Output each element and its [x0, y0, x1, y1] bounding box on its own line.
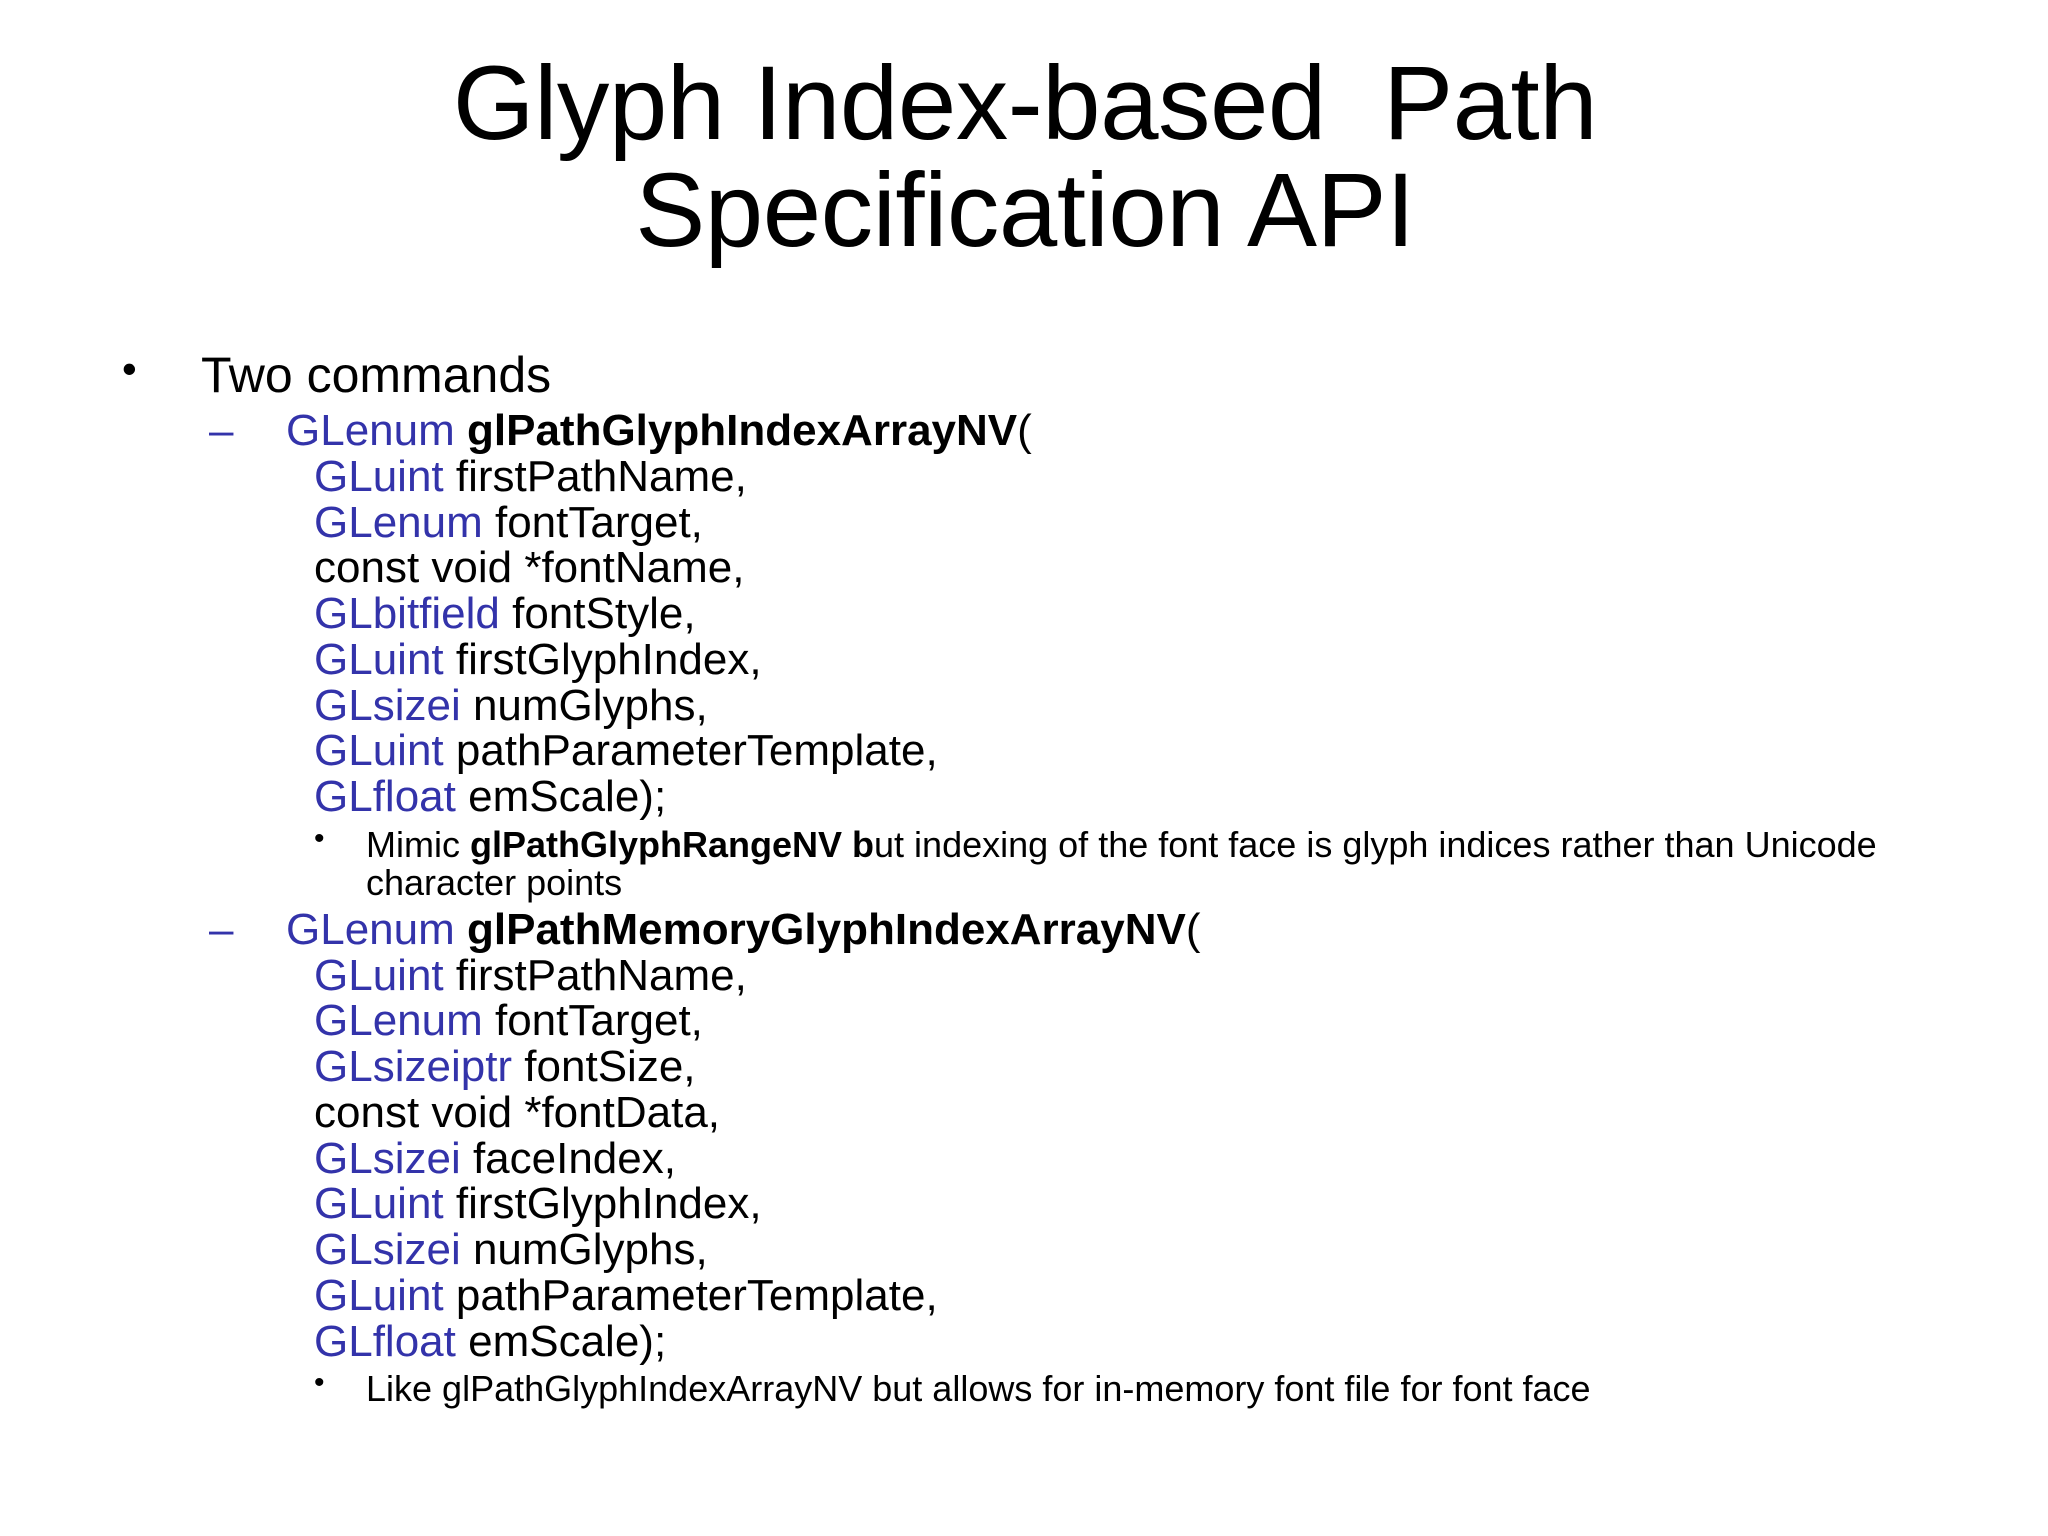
signature-head-1: GLenum glPathMemoryGlyphIndexArrayNV( — [286, 904, 1996, 954]
param-row: const void *fontName, — [314, 545, 1996, 591]
param-name: emScale); — [455, 1316, 667, 1366]
bullet-dash-icon: – — [209, 904, 234, 954]
param-row: GLsizei faceIndex, — [314, 1133, 1996, 1183]
param-name: fontSize, — [512, 1042, 696, 1092]
signature-head-0: GLenum glPathGlyphIndexArrayNV( — [286, 408, 1996, 454]
param-type: GLuint — [314, 1270, 444, 1320]
bullet-dot-icon: • — [314, 821, 325, 855]
note-prefix: Mimic — [366, 823, 470, 865]
param-name: firstGlyphIndex, — [443, 1179, 762, 1229]
open-paren-0: ( — [1017, 406, 1032, 455]
bullet-dash-icon: – — [209, 406, 234, 455]
param-name: const void *fontName, — [314, 543, 745, 593]
param-type: GLbitfield — [314, 589, 500, 638]
space-1 — [455, 905, 467, 954]
param-name: numGlyphs, — [460, 1225, 708, 1275]
function-name-1: glPathMemoryGlyphIndexArrayNV — [467, 904, 1186, 954]
param-type: GLsizei — [314, 680, 461, 730]
note-text-0: Mimic glPathGlyphRangeNV but indexing of… — [366, 823, 1996, 904]
param-row: GLfloat emScale); — [314, 774, 1996, 820]
function-name-0: glPathGlyphIndexArrayNV — [467, 406, 1018, 455]
param-type: GLuint — [314, 451, 444, 501]
command-signature-1: – GLenum glPathMemoryGlyphIndexArrayNV( … — [96, 904, 1996, 1366]
note-suffix: ut indexing of the font face is glyph in… — [366, 823, 1877, 904]
param-name: emScale); — [455, 772, 667, 821]
param-list-0: GLuint firstPathName, GLenum fontTarget,… — [314, 451, 1996, 820]
param-type: GLuint — [314, 634, 444, 684]
bullet-dot-icon: • — [122, 345, 137, 392]
param-row: GLuint firstPathName, — [314, 451, 1996, 501]
param-type: GLsizei — [314, 1133, 461, 1183]
bullet-dot-icon: • — [314, 1366, 325, 1400]
command-note-0: • Mimic glPathGlyphRangeNV but indexing … — [96, 821, 1996, 904]
param-type: GLuint — [314, 950, 444, 1000]
param-row: GLenum fontTarget, — [314, 998, 1996, 1044]
param-row: GLuint pathParameterTemplate, — [314, 728, 1996, 774]
param-row: GLuint pathParameterTemplate, — [314, 1270, 1996, 1320]
bullet-two-commands: • Two commands — [96, 345, 1996, 403]
note-suffix: Like glPathGlyphIndexArrayNV but allows … — [366, 1368, 1591, 1410]
param-row: GLenum fontTarget, — [314, 497, 1996, 547]
param-type: GLuint — [314, 726, 444, 776]
param-row: GLsizei numGlyphs, — [314, 1227, 1996, 1273]
param-name: firstPathName, — [443, 451, 747, 501]
param-row: const void *fontData, — [314, 1087, 1996, 1137]
param-row: GLuint firstPathName, — [314, 950, 1996, 1000]
param-name: fontTarget, — [482, 497, 703, 547]
param-type: GLuint — [314, 1179, 444, 1229]
param-row: GLbitfield fontStyle, — [314, 591, 1996, 637]
return-type-0: GLenum — [286, 406, 455, 455]
param-name: pathParameterTemplate, — [443, 726, 938, 776]
param-name: fontTarget, — [482, 996, 703, 1046]
param-name: pathParameterTemplate, — [443, 1270, 938, 1320]
param-type: GLfloat — [314, 1316, 456, 1366]
param-row: GLsizeiptr fontSize, — [314, 1044, 1996, 1090]
param-type: GLsizeiptr — [314, 1042, 513, 1092]
param-name: faceIndex, — [460, 1133, 676, 1183]
param-name: const void *fontData, — [314, 1087, 721, 1137]
param-name: fontStyle, — [499, 589, 696, 638]
param-type: GLenum — [314, 497, 483, 547]
param-row: GLuint firstGlyphIndex, — [314, 1181, 1996, 1227]
command-signature-0: – GLenum glPathGlyphIndexArrayNV( GLuint… — [96, 408, 1996, 820]
slide-title: Glyph Index-based Path Specification API — [452, 45, 1598, 270]
note-text-1: Like glPathGlyphIndexArrayNV but allows … — [366, 1370, 1996, 1409]
param-name: firstGlyphIndex, — [443, 634, 762, 684]
slide-body: • Two commands – GLenum glPathGlyphIndex… — [96, 345, 1996, 1413]
bullet-label-two-commands: Two commands — [201, 347, 552, 403]
open-paren-1: ( — [1185, 904, 1201, 954]
param-row: GLsizei numGlyphs, — [314, 680, 1996, 730]
space-0 — [455, 406, 467, 455]
param-name: numGlyphs, — [460, 680, 708, 730]
command-note-1: • Like glPathGlyphIndexArrayNV but allow… — [96, 1366, 1996, 1409]
param-name: firstPathName, — [443, 950, 747, 1000]
note-bold: glPathGlyphRangeNV b — [469, 823, 875, 865]
param-list-1: GLuint firstPathName, GLenum fontTarget,… — [314, 950, 1996, 1366]
param-type: GLfloat — [314, 772, 456, 821]
return-type-1: GLenum — [286, 904, 455, 954]
param-row: GLfloat emScale); — [314, 1316, 1996, 1366]
param-type: GLenum — [314, 996, 483, 1046]
param-row: GLuint firstGlyphIndex, — [314, 634, 1996, 684]
param-type: GLsizei — [314, 1225, 461, 1275]
